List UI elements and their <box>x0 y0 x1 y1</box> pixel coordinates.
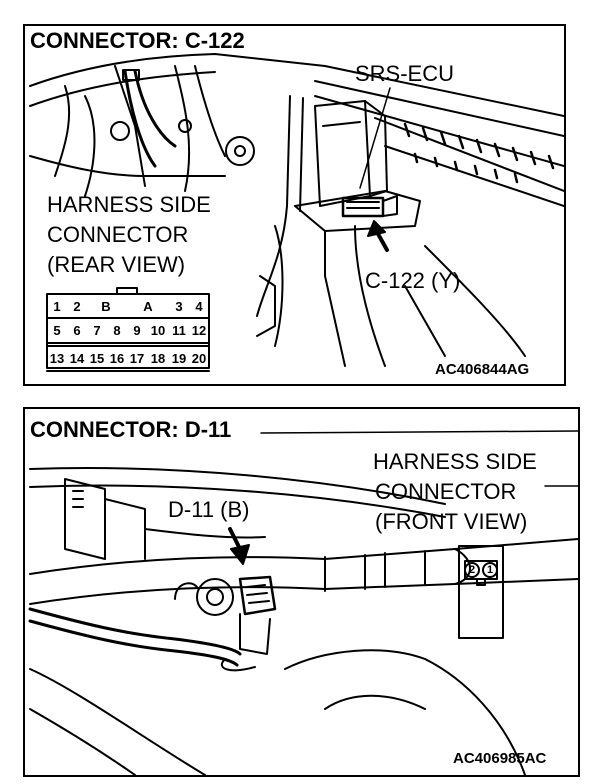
connector-label: CONNECTOR <box>375 479 517 504</box>
pin-label: 17 <box>129 351 145 366</box>
steering-column-illustration <box>28 430 578 775</box>
pin-label: 10 <box>150 323 166 338</box>
pin-label: 9 <box>133 323 141 338</box>
pin-label: 14 <box>69 351 85 366</box>
dashboard-underside-illustration <box>29 53 564 372</box>
pin-label: 19 <box>171 351 187 366</box>
pin-label: 1 <box>486 564 494 576</box>
connector-d11-panel: CONNECTOR: D-11 HARNESS SIDE CONNECTOR (… <box>23 407 580 777</box>
pin-label: 3 <box>175 299 183 314</box>
figure-code: AC406844AG <box>435 361 530 378</box>
pin-label: 13 <box>49 351 65 366</box>
pin-label: 15 <box>89 351 105 366</box>
pin-label: 1 <box>53 299 61 314</box>
pin-label: 2 <box>468 564 476 576</box>
pin-label: 8 <box>113 323 121 338</box>
pin-label: 20 <box>191 351 207 366</box>
harness-side-label: HARNESS SIDE <box>47 192 211 217</box>
pin-label: 16 <box>109 351 125 366</box>
pin-label: 6 <box>73 323 81 338</box>
pin-label: 4 <box>195 299 203 314</box>
figure-code: AC406985AC <box>453 750 547 767</box>
srs-ecu-label: SRS-ECU <box>355 61 455 86</box>
page-title: CONNECTOR: D-11 <box>30 417 234 442</box>
pin-label: B <box>101 299 111 314</box>
page-title: CONNECTOR: C-122 <box>30 28 247 53</box>
connector-label: CONNECTOR <box>47 222 189 247</box>
pin-label: 12 <box>191 323 207 338</box>
c122-pin-face <box>46 287 210 372</box>
pin-label: 11 <box>172 323 186 338</box>
pin-label: 2 <box>73 299 81 314</box>
rear-view-label: (REAR VIEW) <box>47 252 186 277</box>
connector-c122-panel: CONNECTOR: C-122 SRS-ECU HARNESS SIDE CO… <box>23 24 566 386</box>
pin-label: A <box>143 299 153 314</box>
connector-id-label: C-122 (Y) <box>365 268 461 293</box>
d11-pin-face <box>458 545 504 639</box>
connector-id-label: D-11 (B) <box>168 497 250 522</box>
front-view-label: (FRONT VIEW) <box>375 509 528 534</box>
harness-side-label: HARNESS SIDE <box>373 449 537 474</box>
pin-label: 18 <box>150 351 166 366</box>
pin-label: 5 <box>53 323 61 338</box>
pin-label: 7 <box>93 323 101 338</box>
